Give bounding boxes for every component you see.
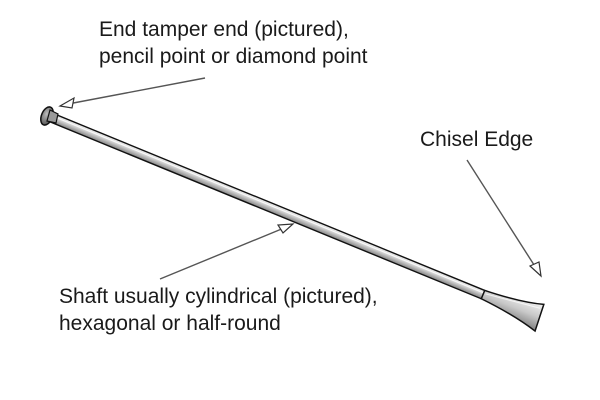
arrow-end-tamper — [58, 77, 206, 109]
shaft-label: Shaft usually cylindrical (pictured), he… — [59, 283, 378, 337]
end-tamper-label-line2: pencil point or diamond point — [99, 45, 368, 68]
end-tamper-label-line1: End tamper end (pictured), — [99, 18, 349, 41]
shaft-label-line1: Shaft usually cylindrical (pictured), — [59, 285, 378, 308]
chisel-edge-label: Chisel Edge — [420, 128, 534, 151]
chisel-edge — [480, 289, 545, 333]
tamper-head — [40, 106, 59, 126]
arrow-shaft — [159, 223, 295, 280]
shaft-label-line2: hexagonal or half-round — [59, 312, 281, 335]
arrow-chisel-edge — [466, 159, 542, 278]
end-tamper-label: End tamper end (pictured), pencil point … — [99, 16, 368, 70]
